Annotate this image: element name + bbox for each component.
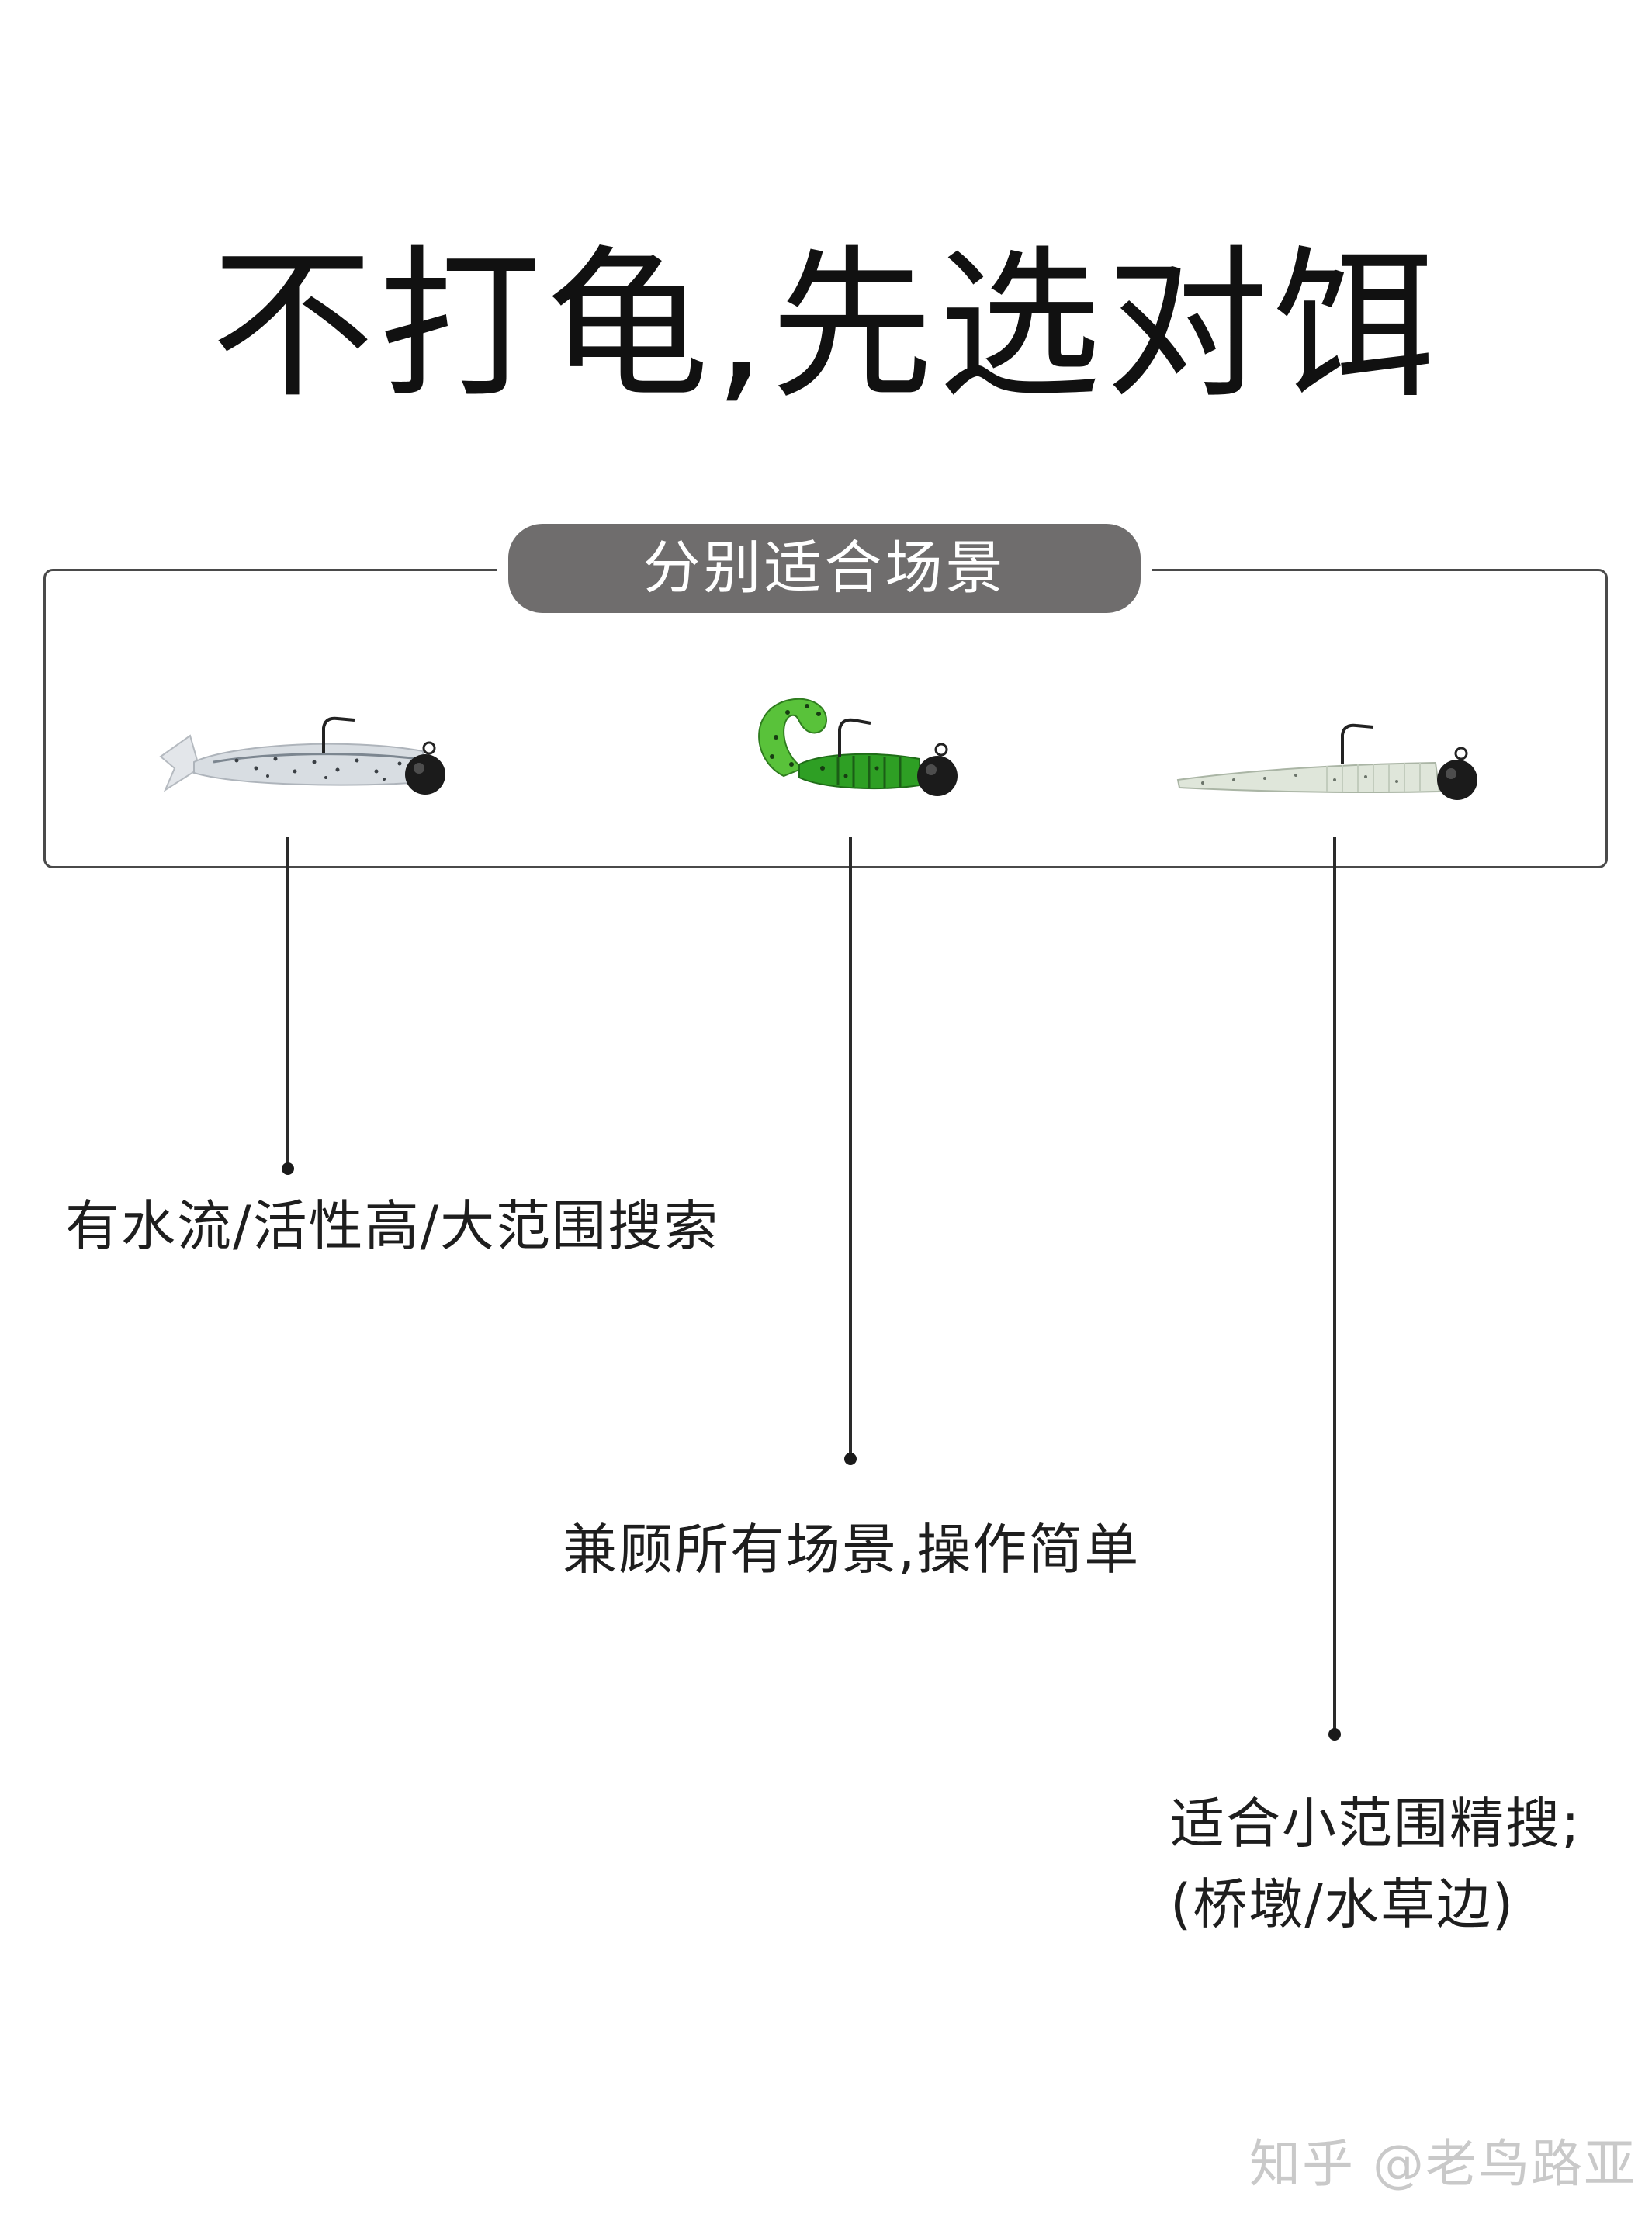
watermark: 知乎 @老鸟路亚 <box>1249 2134 1636 2194</box>
page-title: 不打龟,先选对饵 <box>211 230 1441 421</box>
connector-line-3 <box>1333 837 1336 1734</box>
connector-dot-3 <box>1328 1728 1341 1741</box>
connector-line-2 <box>849 837 852 1459</box>
lure-2-description: 兼顾所有场景,操作简单 <box>563 1518 1141 1581</box>
lure-3-description-line1: 适合小范围精搜; <box>1170 1792 1581 1855</box>
connector-dot-2 <box>844 1453 857 1465</box>
paddle-tail-lure-image <box>159 716 445 795</box>
curly-tail-lure-image <box>758 698 958 796</box>
connector-dot-1 <box>282 1162 294 1175</box>
connector-line-1 <box>286 837 289 1169</box>
lure-1-description: 有水流/活性高/大范围搜索 <box>65 1194 720 1258</box>
lure-3-description-line2: (桥墩/水草边) <box>1170 1872 1515 1936</box>
straight-tail-lure-image <box>1176 723 1477 800</box>
section-label: 分别适合场景 <box>497 513 1152 624</box>
